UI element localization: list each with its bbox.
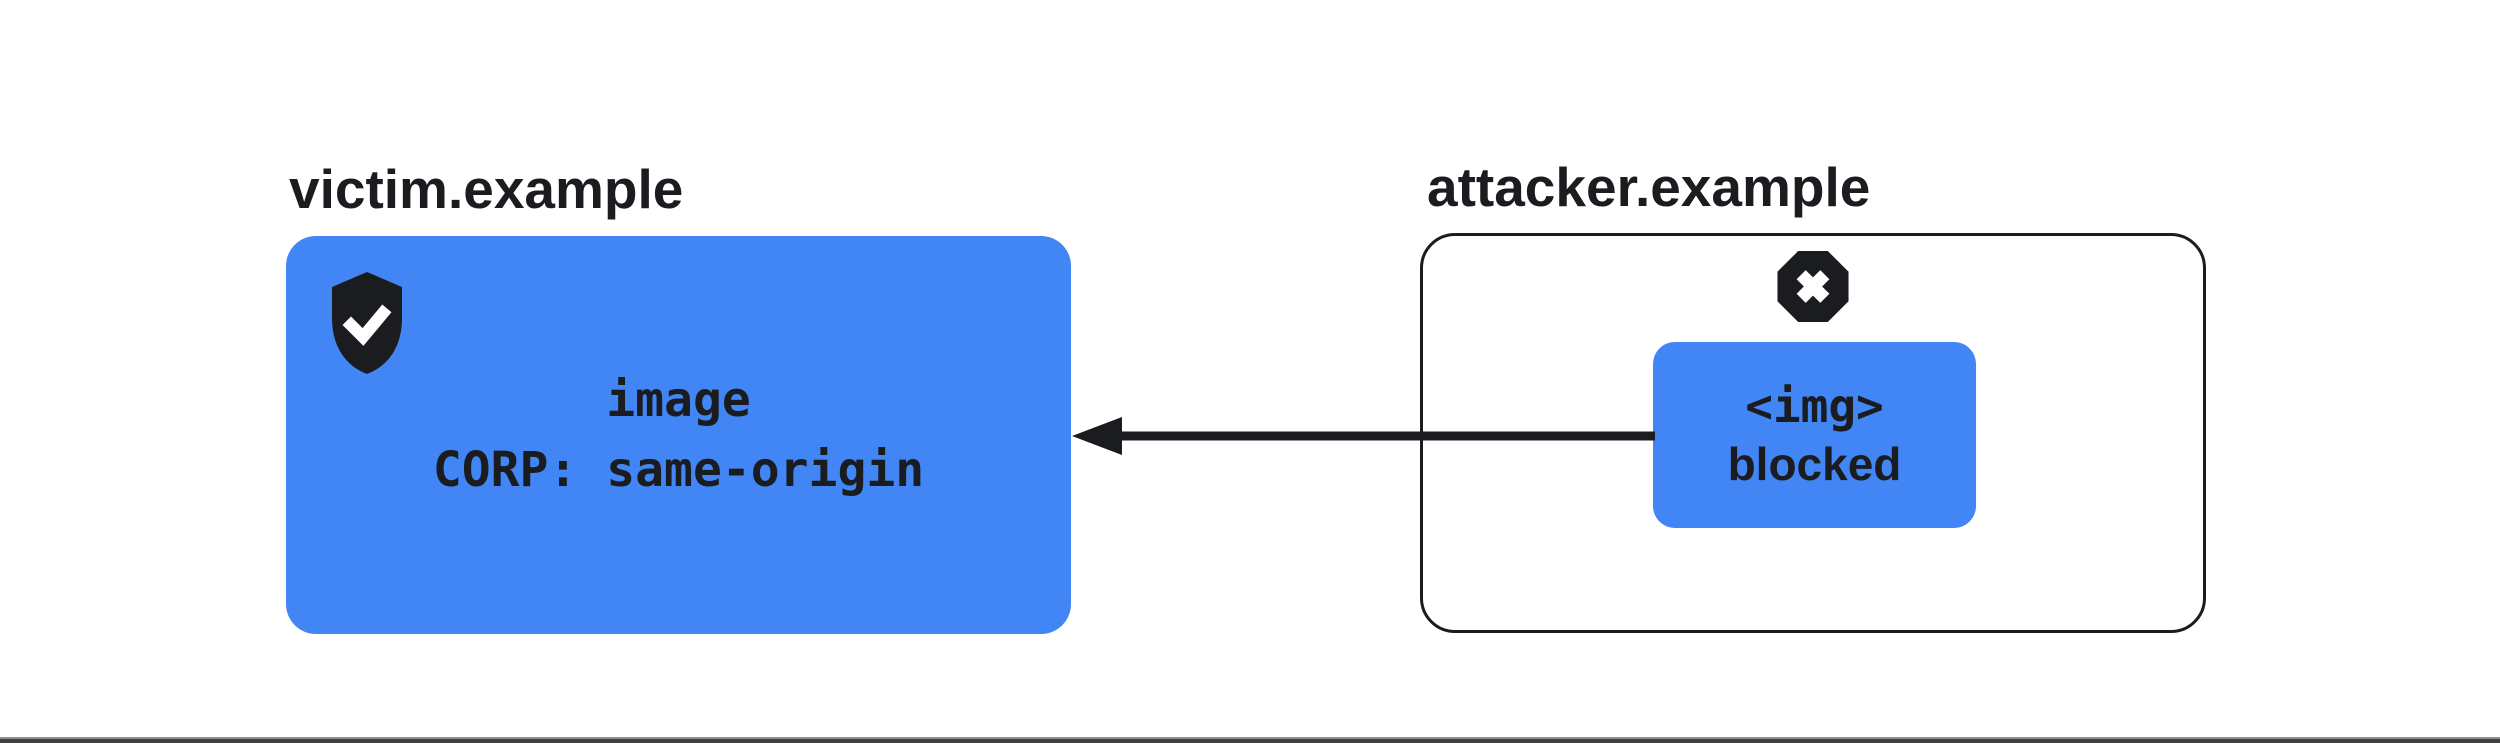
- left-arrow: [1065, 406, 1655, 466]
- shield-check-icon: [330, 270, 404, 376]
- bottom-divider: [0, 737, 2500, 743]
- victim-resource-card: image CORP: same-origin: [286, 236, 1071, 634]
- img-tag-label: <img>: [1745, 379, 1884, 433]
- victim-domain-title: victim.example: [289, 158, 684, 220]
- blocked-request-card: <img> blocked: [1653, 342, 1976, 528]
- victim-resource-type: image: [606, 372, 751, 428]
- blocked-status-label: blocked: [1727, 438, 1902, 490]
- victim-corp-header: CORP: same-origin: [432, 442, 925, 498]
- attacker-domain-title: attacker.example: [1427, 156, 1871, 218]
- blocked-x-octagon-icon: [1775, 249, 1851, 324]
